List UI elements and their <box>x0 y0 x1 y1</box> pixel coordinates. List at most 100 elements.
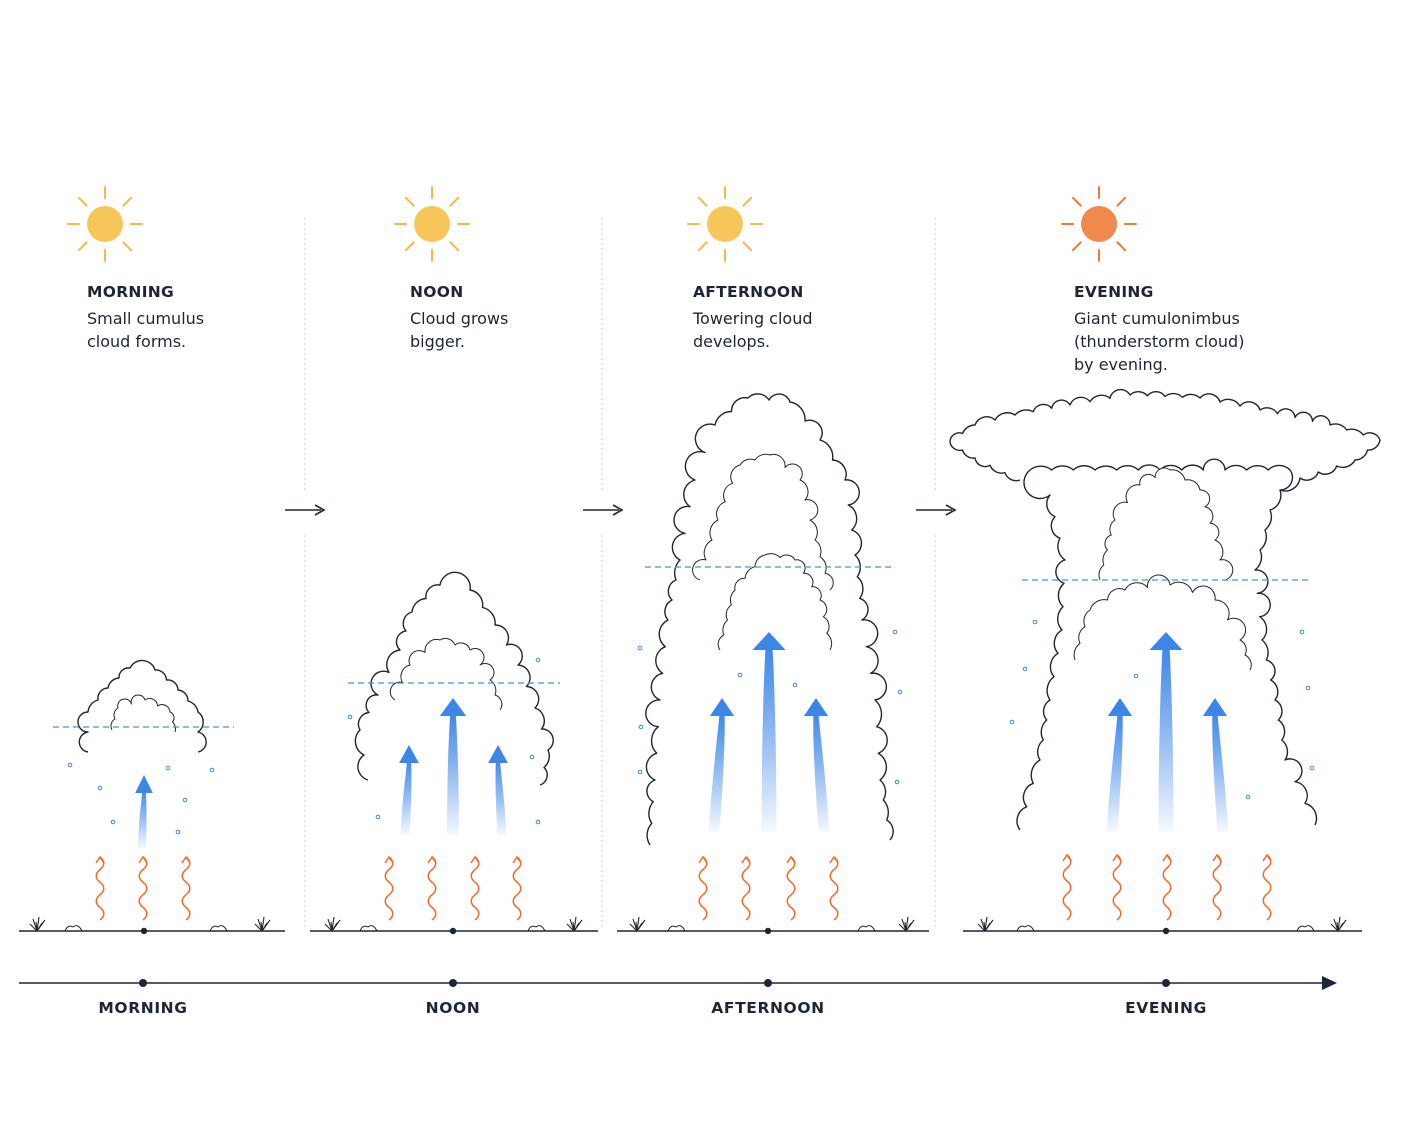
grass-blade <box>984 919 994 932</box>
ground-marker <box>1162 927 1170 935</box>
next-stage-arrow-head <box>945 504 957 516</box>
updraft-arrowhead <box>1202 698 1228 716</box>
pebble <box>1296 925 1315 932</box>
updraft-arrow-icon <box>752 632 786 832</box>
heat-wave-icon <box>741 855 751 921</box>
updraft-arrowhead <box>1107 698 1133 716</box>
sun-ray <box>697 241 708 252</box>
moisture-dot <box>175 829 181 835</box>
moisture-dot <box>182 797 188 803</box>
heat-wave-line <box>1262 854 1272 921</box>
grass-blade <box>636 916 640 932</box>
stage-title: EVENING <box>1074 283 1154 301</box>
moisture-dot <box>97 785 103 791</box>
heat-wave-icon <box>470 855 480 921</box>
grass-blade <box>573 919 583 932</box>
stage-description: Small cumulus cloud forms. <box>87 309 205 351</box>
moisture-dot <box>1022 666 1028 672</box>
heat-wave-head <box>741 855 751 864</box>
grass-blade <box>573 916 577 932</box>
heat-wave-line <box>384 856 394 921</box>
heat-wave-head <box>1262 853 1272 862</box>
heat-wave-icon <box>1262 853 1272 921</box>
heat-wave-line <box>1062 854 1072 921</box>
heat-wave-icon <box>829 855 839 921</box>
updraft-arrow-icon <box>708 698 735 832</box>
moisture-dot <box>1009 719 1015 725</box>
sun-ray <box>1071 196 1082 207</box>
updraft-arrow-icon <box>399 745 419 835</box>
stage-description: Cloud grows bigger. <box>410 309 509 351</box>
ground-marker <box>140 927 148 935</box>
heat-wave-icon <box>181 855 191 921</box>
heat-wave-line <box>786 856 796 921</box>
sun-ray <box>404 196 415 207</box>
heat-wave-icon <box>95 855 105 921</box>
heat-wave-head <box>786 855 796 864</box>
next-stage-arrows <box>285 504 957 516</box>
cloud-morning <box>53 659 234 753</box>
updraft-shaft <box>1158 646 1174 832</box>
updraft-shaft <box>447 712 459 835</box>
heat-wave-head <box>427 855 437 864</box>
grass-blade <box>898 923 907 932</box>
moisture-dot <box>792 682 798 688</box>
pebble <box>667 925 686 932</box>
grass-blade <box>261 919 271 932</box>
moisture-dot <box>897 689 903 695</box>
updraft-shaft <box>761 646 777 832</box>
grass-blade <box>261 916 265 932</box>
cloud-inner-puffs <box>717 553 833 651</box>
stage-caption-afternoon: AFTERNOON Towering cloud develops. <box>693 281 813 353</box>
stage-caption-noon: NOON Cloud grows bigger. <box>410 281 508 353</box>
sun-ray <box>1116 196 1127 207</box>
pebble <box>857 925 876 932</box>
timeline-arrowhead <box>1322 976 1337 990</box>
grass-blade <box>36 916 40 932</box>
grass-blade <box>29 923 38 932</box>
heat-wave-line <box>698 856 708 921</box>
updraft-arrowhead <box>135 775 153 793</box>
timeline-marker <box>139 979 147 987</box>
heat-wave-line <box>512 856 522 921</box>
ground-marker <box>764 927 772 935</box>
timeline-label-noon: NOON <box>425 999 481 1017</box>
timeline-label-afternoon: AFTERNOON <box>711 999 825 1017</box>
updraft-shaft <box>495 759 507 835</box>
panel-dividers <box>304 218 936 930</box>
cloud-evening <box>949 388 1381 831</box>
heat-wave-icon <box>1212 853 1222 921</box>
sun-ray <box>404 241 415 252</box>
pebble <box>527 925 546 932</box>
moisture-dots <box>67 619 1315 835</box>
grass-blade <box>566 923 575 932</box>
grass-blade <box>1337 916 1341 932</box>
ground-lines <box>19 916 1362 935</box>
heat-wave-icon <box>384 855 394 921</box>
heat-wave-head <box>1162 853 1172 862</box>
sun-ray <box>1116 241 1127 252</box>
updraft-arrowhead <box>752 632 786 650</box>
timeline-marker <box>449 979 457 987</box>
grass-blade <box>324 923 333 932</box>
updraft-shaft <box>400 759 412 835</box>
heat-wave-line <box>829 856 839 921</box>
updraft-shaft <box>708 712 725 832</box>
suns <box>67 186 1137 262</box>
heat-wave-line <box>1112 854 1122 921</box>
updraft-arrow-icon <box>1149 632 1183 832</box>
sun-ray <box>77 241 88 252</box>
timeline-marker <box>1162 979 1170 987</box>
moisture-dot <box>165 765 171 771</box>
cloud-inner-puffs <box>1098 467 1234 581</box>
updraft-arrow-icon <box>439 698 467 835</box>
next-stage-arrow-head <box>612 504 624 516</box>
heat-wave-line <box>138 856 148 921</box>
stage-title: NOON <box>410 283 464 301</box>
sun-disc <box>707 206 743 242</box>
stage-title: MORNING <box>87 283 175 301</box>
sun-ray <box>122 196 133 207</box>
sun-icon <box>67 186 143 262</box>
heat-wave-line <box>181 856 191 921</box>
grass-blade <box>636 919 646 932</box>
